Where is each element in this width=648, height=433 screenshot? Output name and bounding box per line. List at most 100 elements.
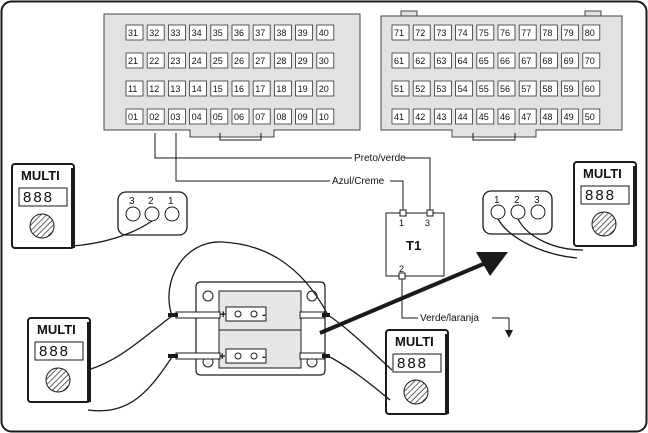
connector-pin-label: 07 [255,112,265,122]
connector-pin-label: 16 [234,84,244,94]
connector-pin [391,108,410,125]
connector-pin-label: 46 [500,112,510,122]
connector-pin [189,24,208,41]
connector-pin [146,24,165,41]
connector-pin [391,52,410,69]
connector-pin [497,24,516,41]
connector-pin [391,24,410,41]
connector-pin-label: 72 [415,28,425,38]
multimeter-display: 888 [585,187,616,204]
connector-pin-label: 77 [521,28,531,38]
multimeter-dial [45,367,71,393]
connector-pin-label: 47 [521,112,531,122]
connector-pin [582,80,601,97]
connector-pin [146,80,165,97]
connector-pin-label: 71 [394,28,404,38]
connector-pin [273,80,292,97]
plug-left-label-1: 1 [168,196,174,207]
connector-pin [540,24,558,41]
connector-pin-label: 25 [213,56,223,66]
connector-pin [412,24,431,41]
connector-pin [252,52,271,69]
connector-pin-label: 24 [192,56,202,66]
connector-pin [518,24,537,41]
connector-pin [167,80,186,97]
multimeter-bottom-left: MULTI 888 [27,317,91,403]
connector-pin [316,52,335,69]
connector-pin-label: 61 [394,56,404,66]
t1-pin-2: 2 [399,264,404,274]
connector-pin-label: 27 [255,56,265,66]
connector-pin [316,80,335,97]
connector-pin [146,52,165,69]
connector-pin-label: 20 [319,84,329,94]
connector-pin [210,52,229,69]
connector-pin [167,108,186,125]
connector-pin-label: 66 [500,56,510,66]
connector-pin [273,52,292,69]
connector-pin-label: 79 [564,28,574,38]
multimeter-title: MULTI [583,166,622,181]
connector-pin-label: 31 [128,28,138,38]
connector-pin [412,80,431,97]
connector-pin-label: 55 [479,84,489,94]
connector-pin-label: 17 [255,84,265,94]
connector-pin [540,52,558,69]
connector-pin-label: 65 [479,56,489,66]
connector-pin [476,108,495,125]
connector-pin-label: 08 [276,112,286,122]
multimeter-display: 888 [39,343,70,360]
t1-title: T1 [406,238,421,253]
connector-pin [476,80,495,97]
t1-component: 1 3 T1 2 [385,209,445,280]
coil-sign-minus-upper: - [262,309,266,321]
direction-arrow [319,260,489,335]
direction-arrow-head [476,252,508,276]
multimeter-dial [403,379,429,405]
connector-pin [252,80,271,97]
connector-pin-label: 22 [149,56,159,66]
connector-pin-label: 09 [298,112,308,122]
connector-pin [252,108,271,125]
wire-preto-verde [154,133,431,212]
connector-pin [210,80,229,97]
connector-pin-label: 76 [500,28,510,38]
connector-pin-label: 41 [394,112,404,122]
plug-right-label-1: 1 [494,195,500,206]
connector-pin-label: 11 [128,84,137,94]
connector-pin-label: 75 [479,28,489,38]
multimeter-title: MULTI [21,168,60,183]
connector-pin-label: 05 [213,112,223,122]
connector-pin [412,52,431,69]
connector-pin-label: 04 [192,112,202,122]
multimeter-title: MULTI [37,322,76,337]
connector-pin [295,52,314,69]
connector-pin-label: 74 [458,28,468,38]
connector-pin-label: 37 [255,28,265,38]
connector-pin-label: 32 [149,28,159,38]
connector-pin [433,108,452,125]
connector-pin-label: 49 [564,112,574,122]
connector-pin-label: 36 [234,28,244,38]
coil-sign-minus-lower: - [262,351,266,363]
label-verde-laranja: Verde/laranja [420,313,479,324]
multimeter-top-left: MULTI 888 [11,163,75,249]
connector-pin-label: 29 [298,56,308,66]
test-leads [71,218,584,412]
connector-pin-label: 10 [319,112,329,122]
connector-pin-label: 73 [436,28,446,38]
connector-pin-label: 63 [436,56,446,66]
connector-pin-label: 18 [276,84,286,94]
connector-pin-label: 51 [394,84,404,94]
connector-pin [125,108,144,125]
connector-pin-label: 43 [436,112,446,122]
plug-left: 3 2 1 [117,191,188,236]
connector-pin [231,80,250,97]
connector-pin [476,24,495,41]
connector-pin [540,80,558,97]
connector-pin [582,24,601,41]
multimeter-title: MULTI [395,334,434,349]
multimeter-display: 888 [23,189,54,206]
connector-pin-label: 78 [542,28,552,38]
